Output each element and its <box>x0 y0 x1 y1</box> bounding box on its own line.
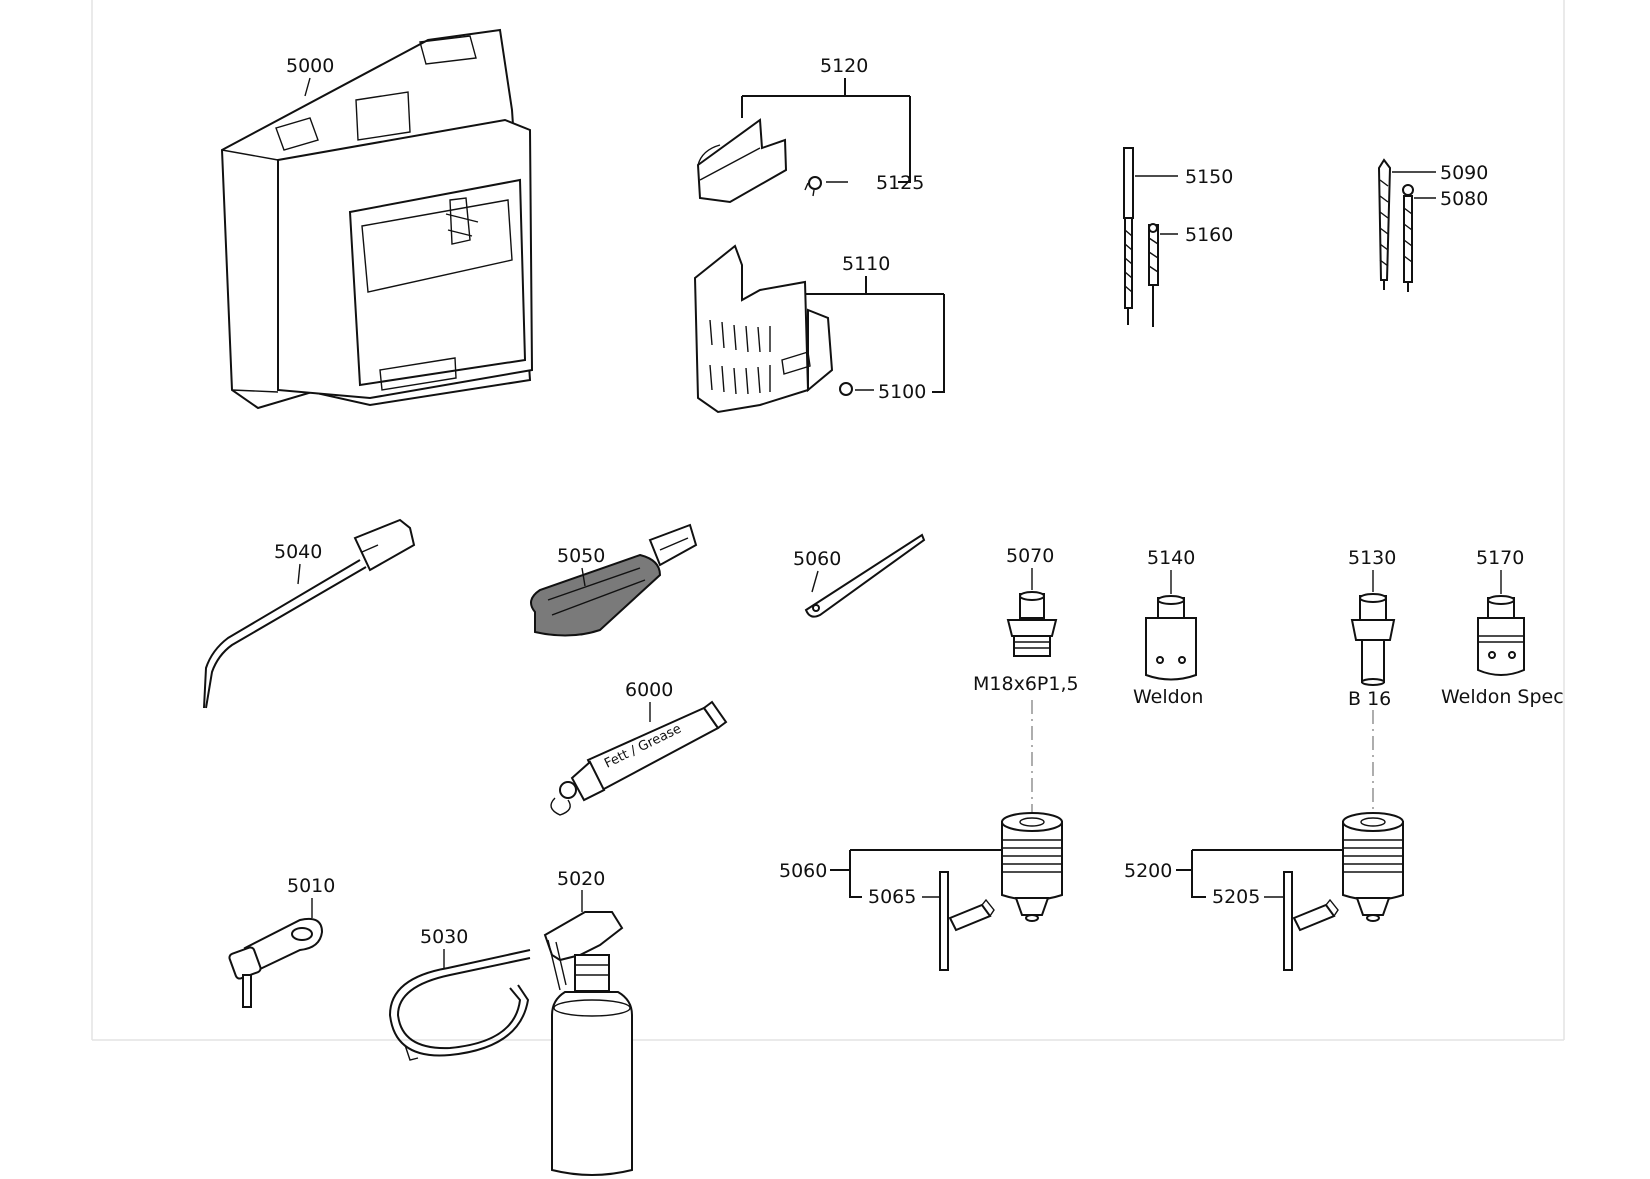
callout-5090: 5090 <box>1440 162 1488 184</box>
grease-tube-part: Fett / Grease <box>550 700 728 816</box>
callout-5060-wedge: 5060 <box>793 548 841 570</box>
caption-weldon: Weldon <box>1133 686 1203 708</box>
clamp-5120-part <box>696 118 822 204</box>
caption-weldon-spec: Weldon Spec <box>1441 686 1564 708</box>
callout-5030: 5030 <box>420 926 468 948</box>
callout-5205: 5205 <box>1212 886 1260 908</box>
callout-5000: 5000 <box>286 55 334 77</box>
bracket-5120 <box>741 78 911 183</box>
leader-5050 <box>581 567 586 587</box>
callout-5125: 5125 <box>876 172 924 194</box>
adapter-5070-part <box>1006 591 1058 657</box>
adapter-5140-part <box>1145 595 1197 681</box>
adapter-5130-part <box>1350 593 1396 686</box>
adapter-5170-part <box>1477 595 1525 676</box>
caption-m18: M18x6P1,5 <box>973 673 1079 695</box>
wedge-5060-part <box>804 533 926 618</box>
strap-5050-part <box>530 523 698 637</box>
spanner-5010-part <box>228 917 324 1008</box>
pin-5080-part <box>1402 184 1414 292</box>
callout-5080: 5080 <box>1440 188 1488 210</box>
basket-5110-part <box>693 244 853 414</box>
callout-5010: 5010 <box>287 875 335 897</box>
callout-5170: 5170 <box>1476 547 1524 569</box>
leader-5040 <box>297 563 301 585</box>
callout-5060-chuck: 5060 <box>779 860 827 882</box>
callout-5070: 5070 <box>1006 545 1054 567</box>
callout-5020: 5020 <box>557 868 605 890</box>
caption-b16: B 16 <box>1348 688 1391 710</box>
spray-bottle-5020-part <box>543 911 633 1176</box>
chuck-5200-part <box>1283 710 1404 971</box>
rod-5040-part <box>203 518 416 709</box>
bracket-5110 <box>805 276 945 393</box>
callout-6000: 6000 <box>625 679 673 701</box>
callout-5120: 5120 <box>820 55 868 77</box>
chuck-5060-part <box>939 700 1063 971</box>
callout-5040: 5040 <box>274 541 322 563</box>
hose-5030-part <box>388 949 531 1061</box>
leader-5000 <box>304 77 311 97</box>
frame-border <box>91 0 1565 1041</box>
case-part <box>220 28 534 410</box>
callout-5130: 5130 <box>1348 547 1396 569</box>
callout-5050: 5050 <box>557 545 605 567</box>
callout-5110: 5110 <box>842 253 890 275</box>
callout-5140: 5140 <box>1147 547 1195 569</box>
callout-5200: 5200 <box>1124 860 1172 882</box>
bracket-5200 <box>1176 849 1343 898</box>
bracket-5060 <box>830 849 1002 898</box>
callout-5065: 5065 <box>868 886 916 908</box>
pin-5090-part <box>1377 158 1392 290</box>
pin-5150-part <box>1123 147 1134 325</box>
leader-5060-wedge <box>811 570 819 593</box>
callout-5150: 5150 <box>1185 166 1233 188</box>
pin-5160-part <box>1148 223 1159 327</box>
callout-5160: 5160 <box>1185 224 1233 246</box>
callout-5100: 5100 <box>878 381 926 403</box>
